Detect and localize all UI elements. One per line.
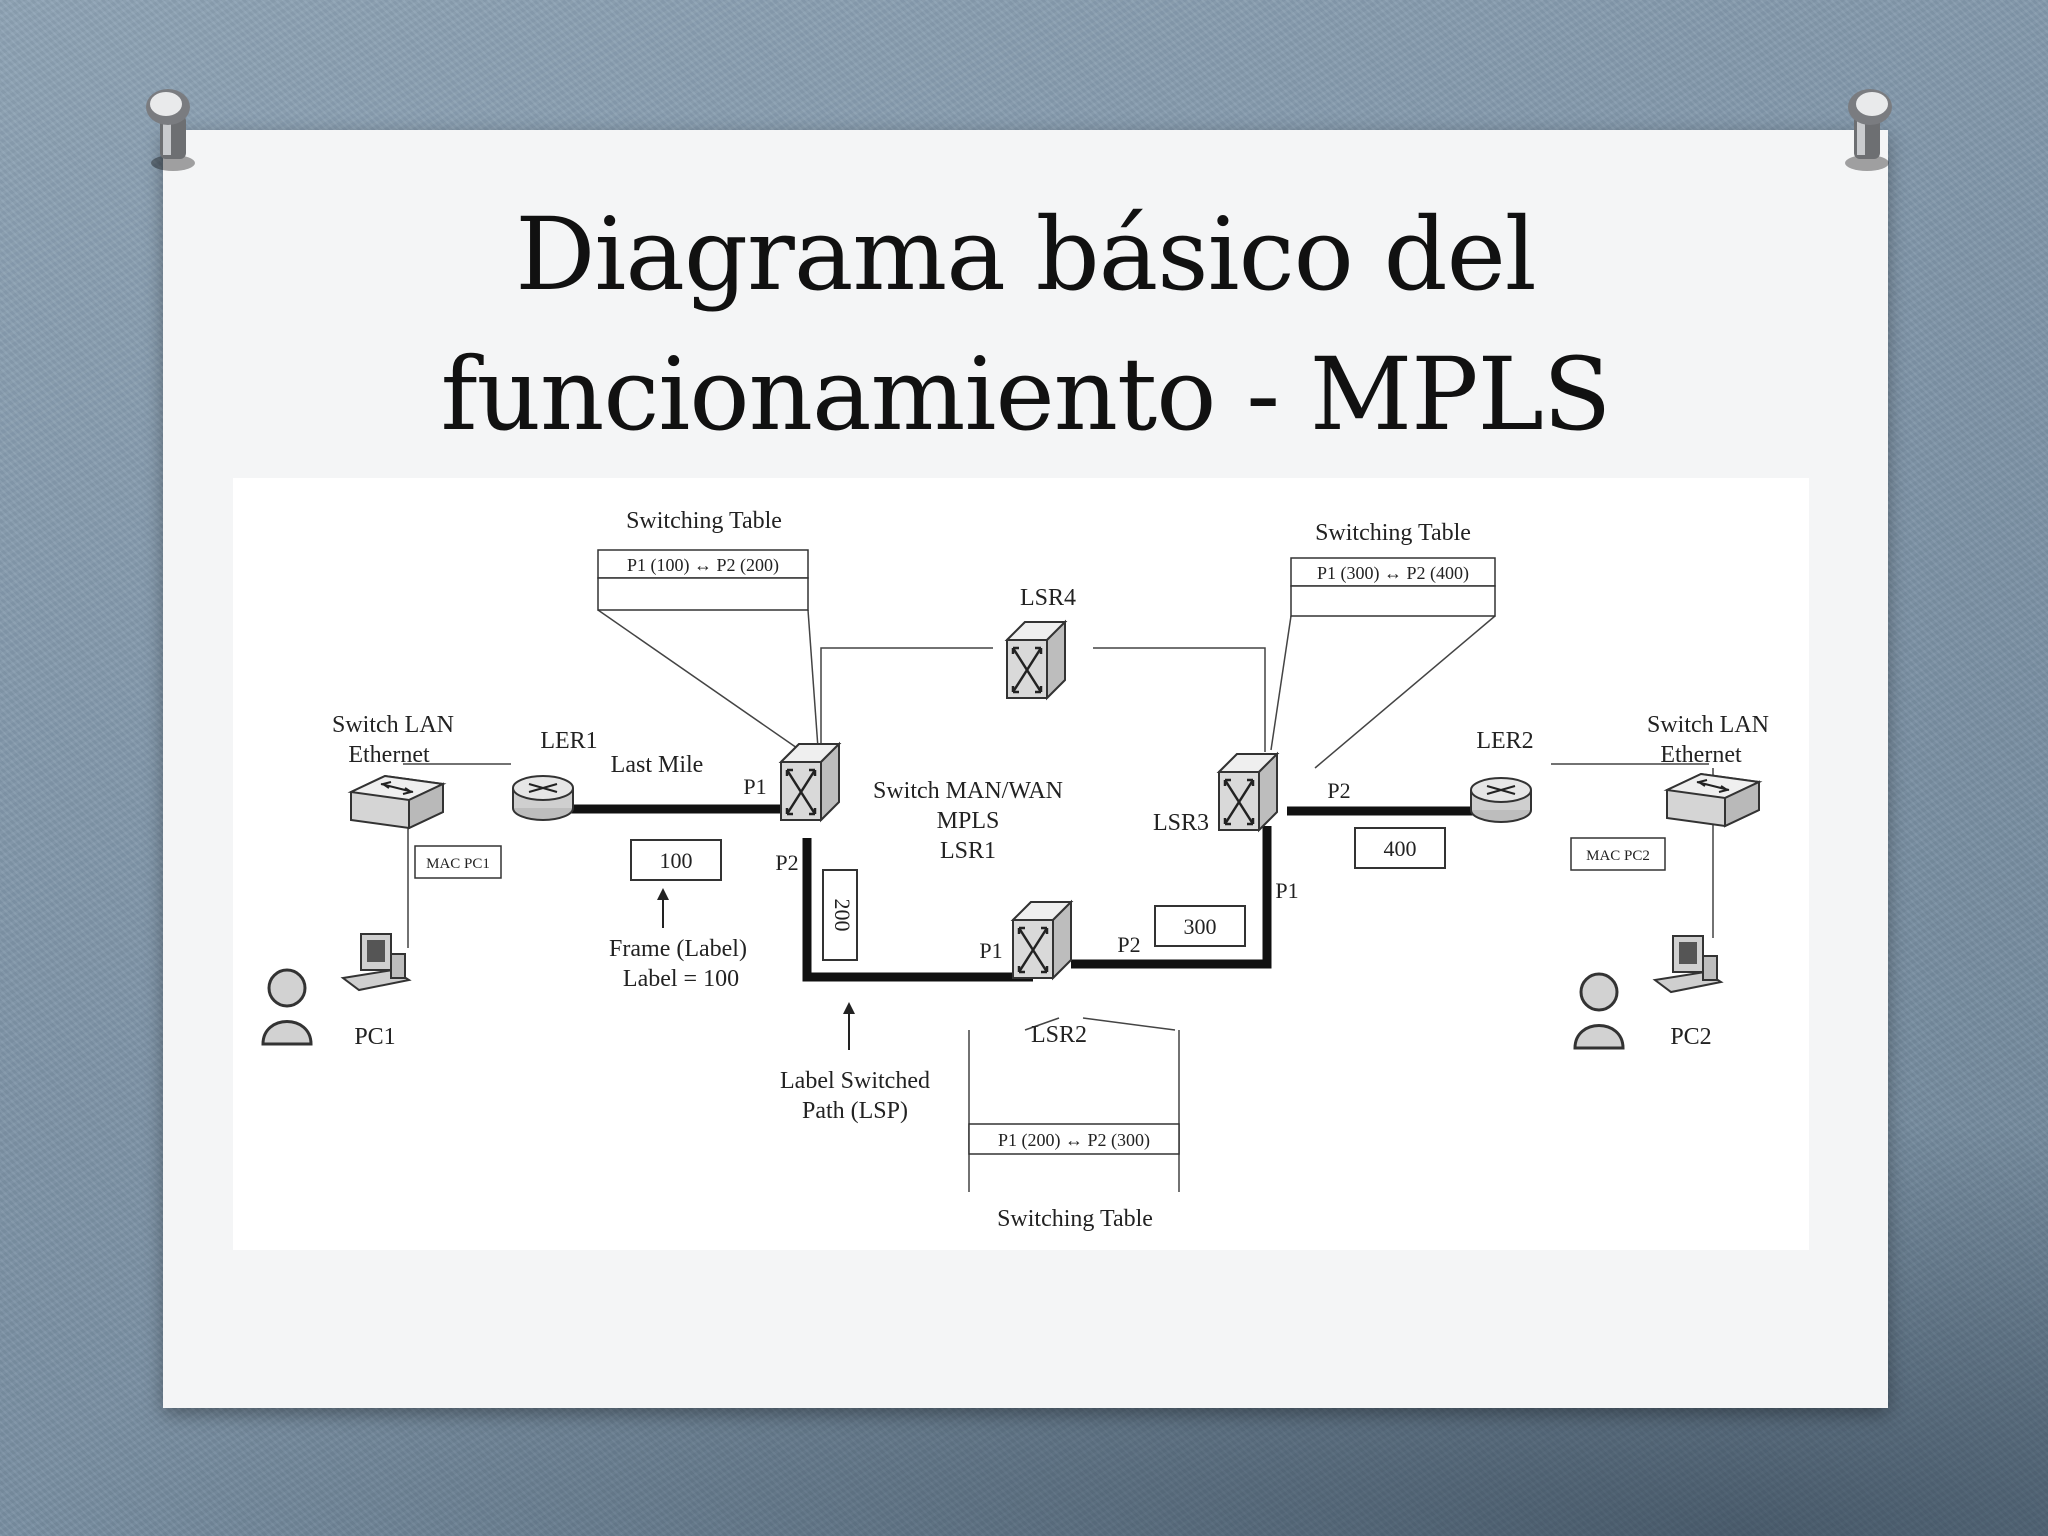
lsr3-label: LSR3	[1153, 810, 1209, 836]
label-100-box	[630, 839, 722, 881]
frame-label-line1: Frame (Label)	[609, 936, 747, 962]
pushpin-left-icon	[146, 89, 195, 171]
lsr3-p2-label: P2	[1327, 778, 1350, 803]
ler1-label: LER1	[540, 728, 597, 754]
label-300-box	[1154, 905, 1246, 947]
last-mile-label: Last Mile	[611, 752, 704, 778]
lsr2-p2-label: P2	[1117, 932, 1140, 957]
table-lsr2-heading: Switching Table	[997, 1206, 1153, 1232]
mac-pc1-label: MAC PC1	[426, 856, 490, 872]
lsr4-label: LSR4	[1020, 585, 1076, 611]
table-lsr2-entry-box	[968, 1123, 1180, 1155]
right-switch-label-line2: Ethernet	[1660, 742, 1742, 768]
ler2-label: LER2	[1476, 728, 1533, 754]
label-100: 100	[660, 848, 693, 873]
lsr1-p1-label: P1	[743, 774, 766, 799]
user-pc2-icon	[1573, 972, 1625, 1050]
right-lan-switch-icon	[1666, 773, 1760, 827]
lsp-label-line1: Label Switched	[780, 1068, 930, 1094]
frame-label-line2: Label = 100	[623, 966, 739, 992]
mac-pc1-box	[414, 845, 502, 879]
lsr1-label-line3: LSR1	[940, 838, 996, 864]
left-switch-label-line1: Switch LAN	[332, 712, 454, 738]
label-400: 400	[1384, 836, 1417, 861]
lsr2-switch-icon	[1011, 900, 1073, 980]
label-300: 300	[1184, 914, 1217, 939]
user-pc1-icon	[261, 968, 313, 1046]
lsr1-label-line1: Switch MAN/WAN	[873, 778, 1063, 804]
title-line-1: Diagrama básico del	[515, 196, 1537, 313]
ler2-router-icon	[1470, 777, 1532, 823]
lsr1-switch-icon	[779, 742, 841, 822]
label-200: 200	[830, 899, 855, 932]
table-lsr3-entry: P1 (300) ↔ P2 (400)	[1317, 563, 1469, 584]
lsr1-label-line2: MPLS	[937, 808, 1000, 834]
pc1-computer-icon	[342, 933, 410, 991]
table-lsr2-entry: P1 (200) ↔ P2 (300)	[998, 1130, 1150, 1151]
slide-title: Diagrama básico del funcionamiento - MPL…	[163, 185, 1888, 465]
table-lsr1-entry-box	[597, 549, 809, 579]
label-400-box	[1354, 827, 1446, 869]
ler1-router-icon	[512, 775, 574, 821]
lsr4-switch-icon	[1005, 620, 1067, 700]
lsr2-label: LSR2	[1031, 1022, 1087, 1048]
right-switch-label-line1: Switch LAN	[1647, 712, 1769, 738]
table-lsr3-entry-box	[1290, 557, 1496, 587]
label-200-box	[822, 869, 858, 961]
lsr2-p1-label: P1	[979, 938, 1002, 963]
frame-arrow-head	[657, 888, 669, 900]
lsr1-p2-label: P2	[775, 850, 798, 875]
table-lsr1-empty-row	[597, 577, 809, 611]
table-lsr3-heading: Switching Table	[1315, 520, 1471, 546]
title-line-2: funcionamiento - MPLS	[440, 336, 1612, 453]
mpls-diagram-svg: Switching Table P1 (100) ↔ P2 (200) Swit…	[261, 508, 1769, 1232]
mac-pc2-label: MAC PC2	[1586, 848, 1650, 864]
lsr3-p1-label: P1	[1275, 878, 1298, 903]
table-lsr1-heading: Switching Table	[626, 508, 782, 534]
lsr3-switch-icon	[1217, 752, 1279, 832]
lsp-label-line2: Path (LSP)	[802, 1098, 908, 1124]
lsp-thick-path	[563, 804, 1505, 982]
mpls-diagram: Switching Table P1 (100) ↔ P2 (200) Swit…	[233, 478, 1809, 1250]
pc2-computer-icon	[1654, 935, 1722, 993]
mac-pc2-box	[1570, 837, 1666, 871]
pc1-label: PC1	[354, 1024, 395, 1050]
left-lan-switch-icon	[350, 775, 444, 829]
lsp-arrow-head	[843, 1002, 855, 1014]
left-switch-label-line2: Ethernet	[348, 742, 430, 768]
table-lsr3-empty-row	[1290, 585, 1496, 617]
pushpin-right-icon	[1845, 89, 1892, 171]
pc2-label: PC2	[1670, 1024, 1711, 1050]
table-lsr1-entry: P1 (100) ↔ P2 (200)	[627, 555, 779, 576]
